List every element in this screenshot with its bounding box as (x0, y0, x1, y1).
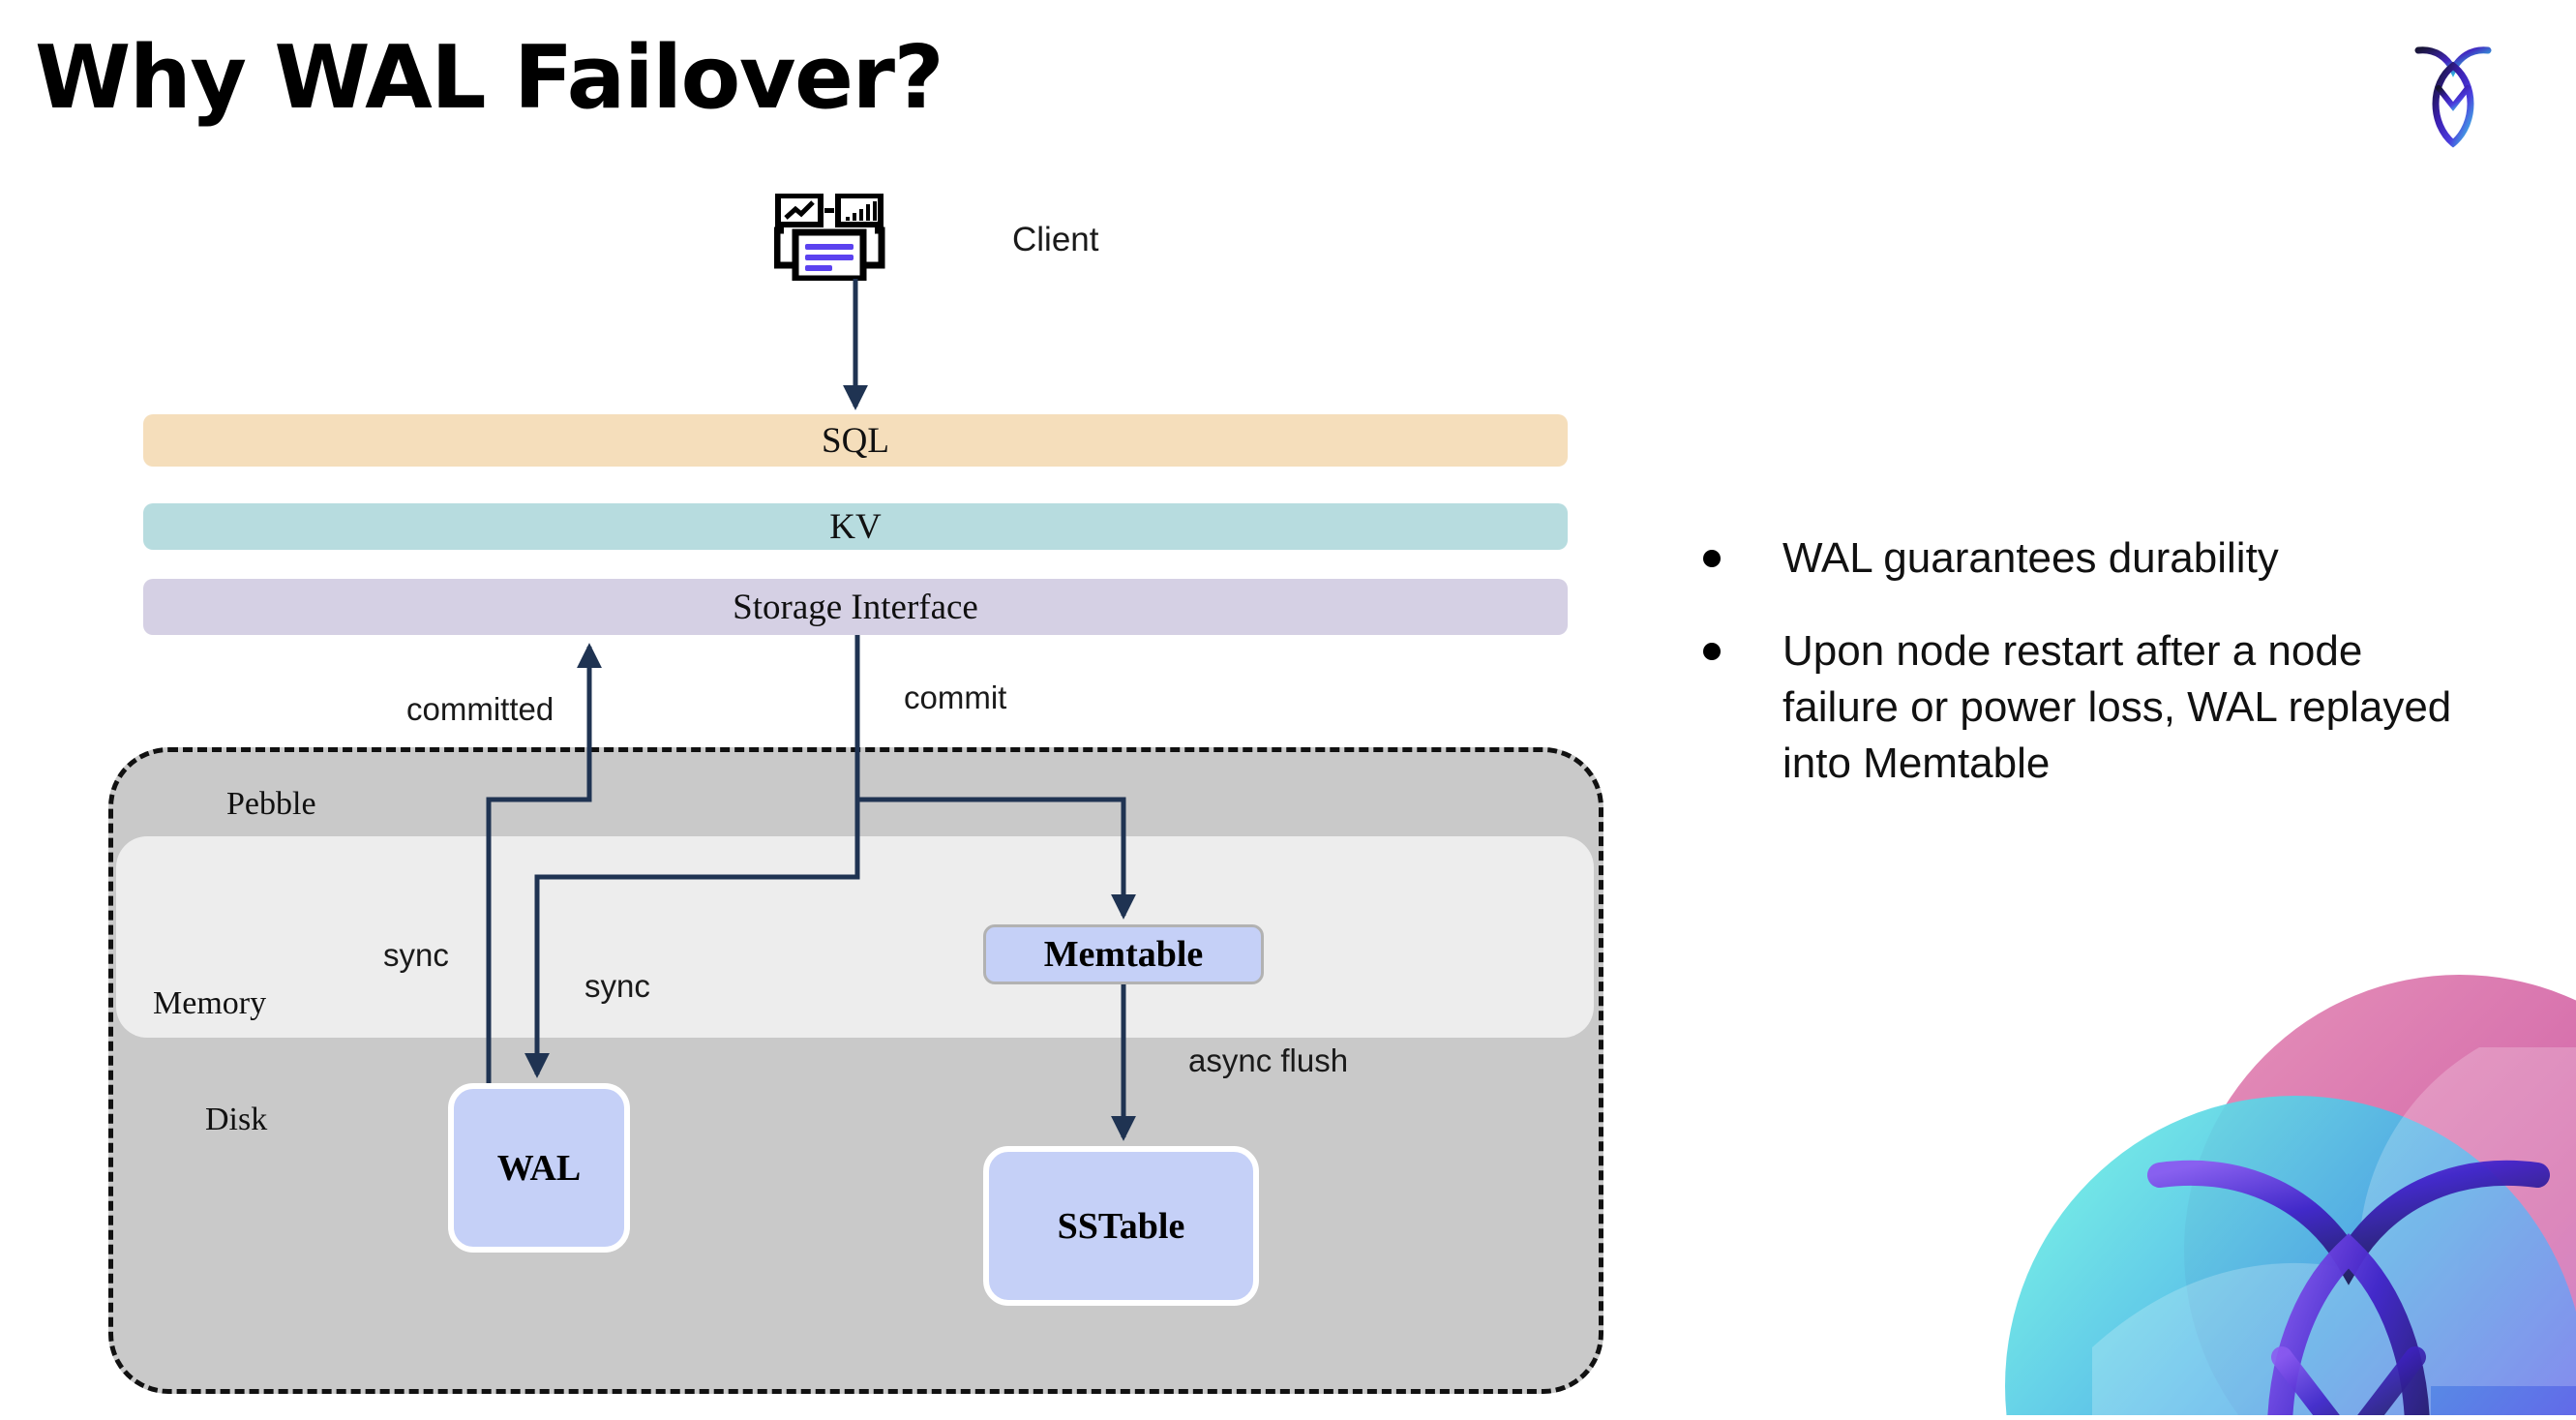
list-item: Upon node restart after a node failure o… (1703, 623, 2468, 792)
layer-bar-storage: Storage Interface (143, 579, 1568, 635)
edge-label-committed: committed (406, 691, 554, 727)
layer-label-sql: SQL (822, 420, 889, 461)
bullet-text: WAL guarantees durability (1782, 534, 2279, 582)
edge-label-sync-left: sync (383, 937, 449, 973)
memory-label: Memory (153, 985, 267, 1021)
node-label-memtable: Memtable (1043, 934, 1204, 975)
client-label: Client (1012, 221, 1099, 258)
edge-label-commit: commit (904, 680, 1007, 715)
layer-label-storage: Storage Interface (733, 587, 978, 627)
bullet-text: Upon node restart after a node failure o… (1782, 627, 2452, 788)
edge-label-sync-right: sync (584, 968, 650, 1004)
layer-bar-kv: KV (143, 503, 1568, 550)
list-item: WAL guarantees durability (1703, 530, 2468, 587)
bullet-dot-icon (1703, 643, 1721, 661)
node-label-sstable: SSTable (1057, 1205, 1185, 1247)
node-sstable: SSTable (983, 1146, 1259, 1306)
disk-label: Disk (205, 1102, 268, 1137)
bullet-dot-icon (1703, 550, 1721, 567)
pebble-label: Pebble (226, 786, 316, 822)
cockroachdb-decorative-artwork-icon (1976, 931, 2576, 1415)
client-dashboard-icon (773, 193, 929, 283)
edge-label-async-flush: async flush (1188, 1042, 1349, 1078)
layer-bar-sql: SQL (143, 414, 1568, 467)
node-memtable: Memtable (983, 924, 1264, 984)
cockroachdb-logo-icon (2407, 33, 2500, 149)
node-label-wal: WAL (496, 1147, 582, 1189)
memory-region (116, 836, 1594, 1038)
layer-label-kv: KV (829, 506, 882, 547)
bullet-list: WAL guarantees durability Upon node rest… (1703, 530, 2468, 829)
page-title: Why WAL Failover? (35, 27, 944, 129)
node-wal: WAL (448, 1083, 630, 1253)
